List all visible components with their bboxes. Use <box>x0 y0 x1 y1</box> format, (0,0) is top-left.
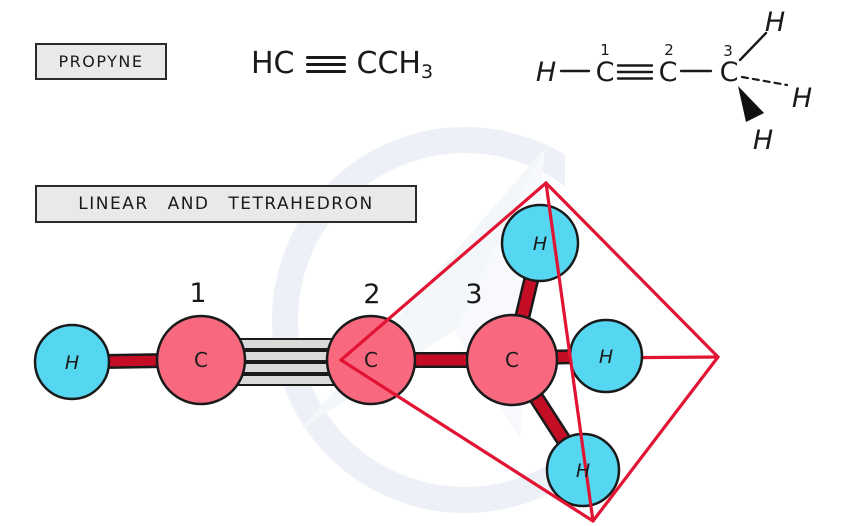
propyne-title-box: PROPYNE <box>35 43 167 80</box>
triple-bond-stripe-1 <box>235 338 337 350</box>
tetrahedron-edge-right-bottom <box>591 355 720 523</box>
tetrahedron-edge-left-top <box>339 181 548 362</box>
skeletal-num-2: 2 <box>664 41 674 59</box>
formula-left-text: HC <box>251 45 295 81</box>
triple-bond-stripe-2 <box>235 350 337 362</box>
atom-c2-circle <box>325 314 417 406</box>
propyne-title-label: PROPYNE <box>58 52 144 71</box>
skeletal-bond-c3-h-top <box>738 31 768 62</box>
geometry-title-label: LINEAR AND TETRAHEDRON <box>78 194 374 214</box>
skeletal-c3: C <box>720 57 739 88</box>
tetrahedron-diagonal-top-bottom <box>544 181 595 523</box>
model-num-3: 3 <box>465 279 482 310</box>
atom-h-right-label: H <box>599 346 613 368</box>
skeletal-h-bottom: H <box>753 125 773 156</box>
atom-c3-circle <box>465 313 559 407</box>
tetrahedron-edge-top-right <box>544 181 720 359</box>
skeletal-c2: C <box>659 57 678 88</box>
atom-c3-label: C <box>505 348 519 372</box>
model-num-1: 1 <box>189 278 206 309</box>
atom-c1-label: C <box>194 348 208 372</box>
atom-c1-circle <box>155 314 247 406</box>
atom-h-bottom-circle <box>545 432 621 508</box>
triple-bond-line <box>305 62 346 66</box>
skeletal-h-top: H <box>765 7 785 38</box>
skeletal-h-left: H <box>536 57 556 88</box>
tetrahedron-outline <box>339 181 720 523</box>
atom-h-left-circle <box>33 323 111 401</box>
model-atom-labels: H C C C H H H <box>65 233 613 482</box>
model-num-2: 2 <box>363 279 380 310</box>
tetrahedron-edge-bottom-left <box>339 358 595 523</box>
formula-right-text: CCH <box>356 45 421 81</box>
model-atoms <box>33 203 644 508</box>
atom-h-left-label: H <box>65 352 79 374</box>
condensed-formula: HC CCH 3 <box>251 44 434 84</box>
skeletal-num-3: 3 <box>723 42 733 60</box>
skeletal-num-1: 1 <box>600 41 610 59</box>
carbon-number-labels: 1 2 3 <box>189 278 482 310</box>
atom-h-top-circle <box>500 203 580 283</box>
triple-bond-line <box>305 69 346 73</box>
skeletal-dashed-bond-c3-h-right <box>740 75 789 87</box>
skeletal-wedge-bond-c3-h-bottom <box>738 86 764 122</box>
skeletal-h-right: H <box>792 83 812 114</box>
triple-bond-c1-c2 <box>235 338 337 386</box>
formula-subscript: 3 <box>420 61 434 83</box>
triple-bond-icon <box>305 55 346 73</box>
skeletal-structure: H 1 C 2 C 3 C H H H <box>536 7 812 156</box>
triple-bond-line <box>305 55 346 59</box>
geometry-title-box: LINEAR AND TETRAHEDRON <box>35 185 417 223</box>
ball-stick-model: H C C C H H H 1 2 3 <box>33 181 720 523</box>
atom-c2-label: C <box>364 348 378 372</box>
atom-h-top-label: H <box>533 233 547 255</box>
triple-bond-stripe-3 <box>235 362 337 374</box>
skeletal-c1: C <box>596 57 615 88</box>
atom-h-bottom-label: H <box>576 460 590 482</box>
triple-bond-stripe-4 <box>235 374 337 386</box>
